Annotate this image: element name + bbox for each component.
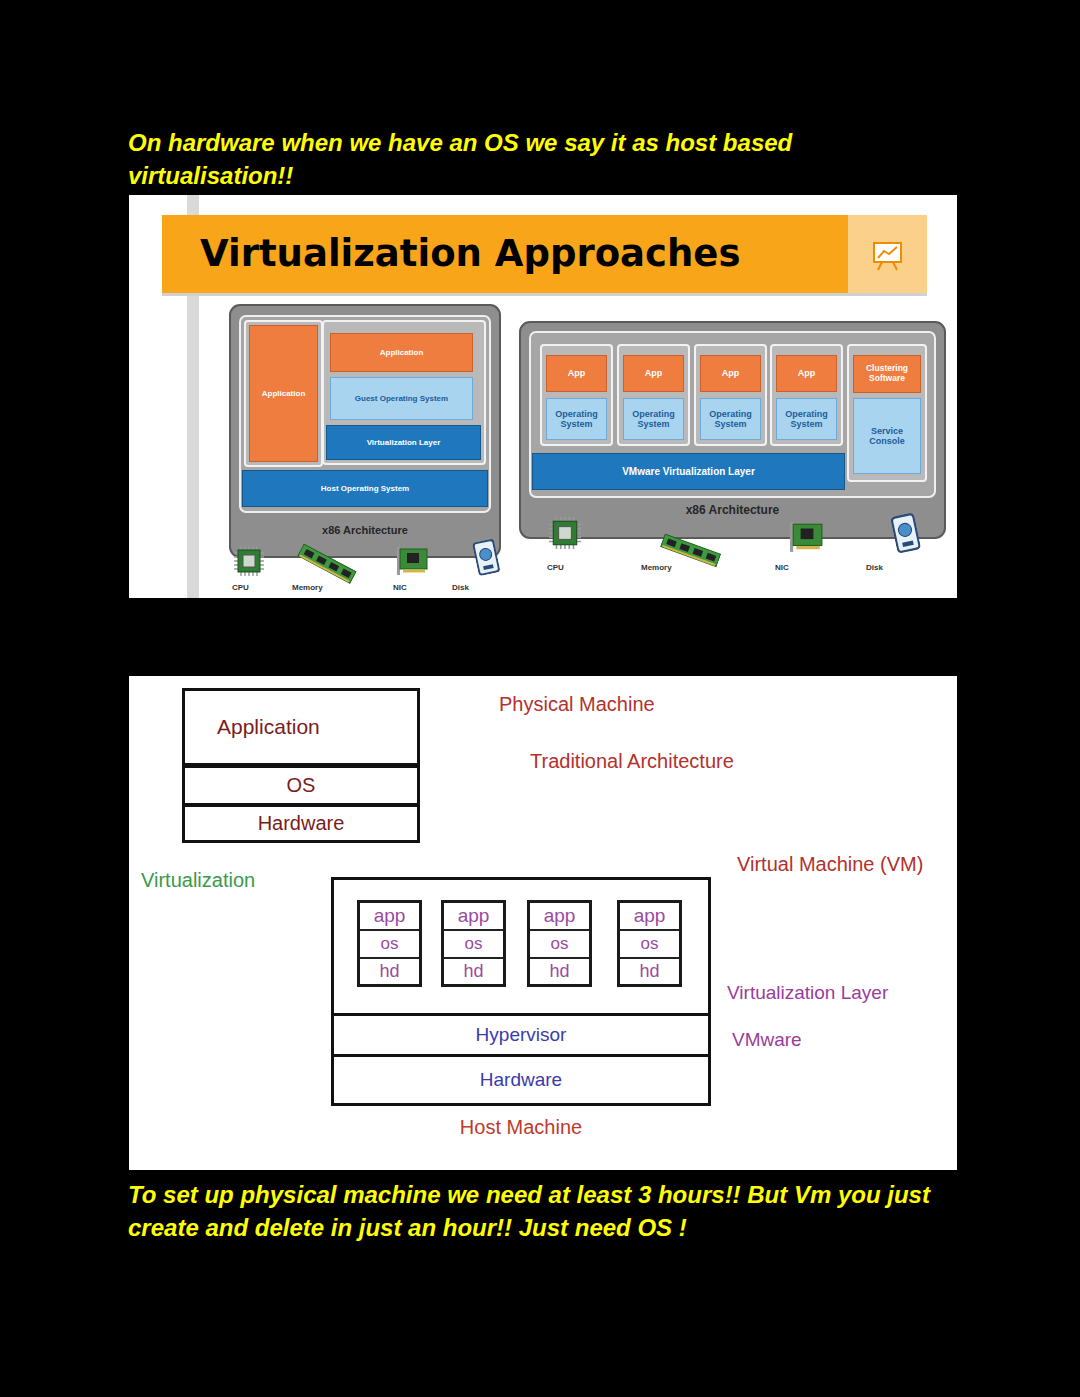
service-console-box: Service Console bbox=[853, 398, 921, 474]
vm-os-cell: os bbox=[444, 931, 503, 959]
box-text: Hardware bbox=[480, 1069, 562, 1091]
vm-os-cell: os bbox=[620, 931, 679, 959]
component-label: Disk bbox=[452, 583, 469, 592]
box-text: app bbox=[374, 905, 406, 927]
box-text: x86 Architecture bbox=[322, 524, 408, 537]
application-layer: Application bbox=[182, 688, 420, 766]
box-text: Hardware bbox=[258, 812, 345, 835]
box-text: Guest Operating System bbox=[355, 394, 448, 403]
component-label: NIC bbox=[775, 563, 789, 572]
vm-disk-cell: hd bbox=[530, 959, 589, 984]
clustering-box: Clustering Software bbox=[853, 355, 921, 393]
box-text: OS bbox=[287, 774, 316, 797]
box-text: Clustering Software bbox=[856, 364, 918, 384]
host-os-band: Host Operating System bbox=[242, 470, 488, 507]
box-text: os bbox=[465, 934, 483, 954]
box-text: Service Console bbox=[856, 426, 918, 447]
app-box: App bbox=[700, 355, 761, 392]
hardware-icons bbox=[234, 514, 920, 584]
annotation-label: Virtual Machine (VM) bbox=[737, 853, 923, 876]
box-text: hd bbox=[549, 961, 569, 982]
app-box: App bbox=[776, 355, 837, 392]
app-box: App bbox=[623, 355, 684, 392]
guest-os-box: Guest Operating System bbox=[330, 377, 473, 420]
component-label: CPU bbox=[232, 583, 249, 592]
box-text: Application bbox=[380, 348, 424, 357]
virtualization-layer-band: Virtualization Layer bbox=[326, 425, 481, 460]
component-label: Disk bbox=[866, 563, 883, 572]
component-label: Memory bbox=[641, 563, 672, 572]
box-text: Host Machine bbox=[460, 1116, 582, 1139]
box-text: VMware Virtualization Layer bbox=[622, 466, 755, 478]
annotation-label: Traditional Architecture bbox=[530, 750, 734, 773]
hypervisor-layer: Hypervisor bbox=[334, 1013, 708, 1057]
hardware-housing: ApplicationApplicationGuest Operating Sy… bbox=[230, 305, 500, 557]
box-text: hd bbox=[639, 961, 659, 982]
box-text: Operating System bbox=[626, 409, 681, 430]
box-text: os bbox=[551, 934, 569, 954]
vm-os-cell: os bbox=[360, 931, 419, 959]
caption-note: To set up physical machine we need at le… bbox=[128, 1178, 968, 1244]
annotation-label: VMware bbox=[732, 1029, 802, 1051]
box-text: Application bbox=[217, 715, 320, 739]
hardware-housing: AppOperating System AppOperating System Ap… bbox=[520, 322, 945, 538]
host-based-housing bbox=[230, 305, 500, 557]
host-machine-box: app os hd app os hd app os hd app os hdHypervisorHa… bbox=[331, 877, 711, 1106]
box-text: App bbox=[798, 368, 816, 378]
application-box: Application bbox=[249, 325, 318, 462]
box-text: Operating System bbox=[703, 409, 758, 430]
box-text: app bbox=[634, 905, 666, 927]
component-label: Memory bbox=[292, 583, 323, 592]
box-text: Application bbox=[262, 389, 306, 398]
os-layer: OS bbox=[182, 765, 420, 806]
os-box: Operating System bbox=[623, 398, 684, 440]
component-label: CPU bbox=[547, 563, 564, 572]
vm-disk-cell: hd bbox=[360, 959, 419, 984]
application-box: Application bbox=[330, 333, 473, 372]
box-text: x86 Architecture bbox=[686, 504, 780, 518]
box-text: Virtualization Approaches bbox=[200, 233, 740, 276]
component-label: NIC bbox=[393, 583, 407, 592]
vm-app-cell: app bbox=[530, 903, 589, 931]
box-text: Operating System bbox=[549, 409, 604, 430]
box-text: os bbox=[381, 934, 399, 954]
heading-note: On hardware when we have an OS we say it… bbox=[128, 126, 848, 192]
slide-panel bbox=[129, 195, 957, 598]
app-box: App bbox=[546, 355, 607, 392]
os-box: Operating System bbox=[700, 398, 761, 440]
annotation-label: Virtualization Layer bbox=[727, 982, 888, 1004]
box-text: App bbox=[568, 368, 586, 378]
annotation-label: Physical Machine bbox=[499, 693, 655, 716]
hypervisor-band: VMware Virtualization Layer bbox=[532, 453, 845, 490]
annotation-label: Virtualization bbox=[141, 869, 255, 892]
box-text: Hypervisor bbox=[476, 1024, 567, 1046]
hypervisor-housing bbox=[520, 322, 945, 538]
vm-app-cell: app bbox=[444, 903, 503, 931]
box-text: app bbox=[458, 905, 490, 927]
box-text: hd bbox=[379, 961, 399, 982]
vm-disk-cell: hd bbox=[620, 959, 679, 984]
box-text: hd bbox=[463, 961, 483, 982]
os-box: Operating System bbox=[776, 398, 837, 440]
title-band: Virtualization Approaches bbox=[162, 215, 848, 293]
whiteboard-panel bbox=[129, 676, 957, 1170]
vm-disk-cell: hd bbox=[444, 959, 503, 984]
vm-app-cell: app bbox=[620, 903, 679, 931]
vm-app-cell: app bbox=[360, 903, 419, 931]
box-text: App bbox=[645, 368, 663, 378]
os-box: Operating System bbox=[546, 398, 607, 440]
box-text: Operating System bbox=[779, 409, 834, 430]
box-text: os bbox=[641, 934, 659, 954]
hardware-layer: Hardware bbox=[334, 1057, 708, 1103]
box-text: App bbox=[722, 368, 740, 378]
box-text: Virtualization Layer bbox=[367, 438, 441, 447]
box-text: Host Operating System bbox=[321, 484, 409, 493]
vm-os-cell: os bbox=[530, 931, 589, 959]
box-text: app bbox=[544, 905, 576, 927]
hardware-layer: Hardware bbox=[182, 804, 420, 843]
